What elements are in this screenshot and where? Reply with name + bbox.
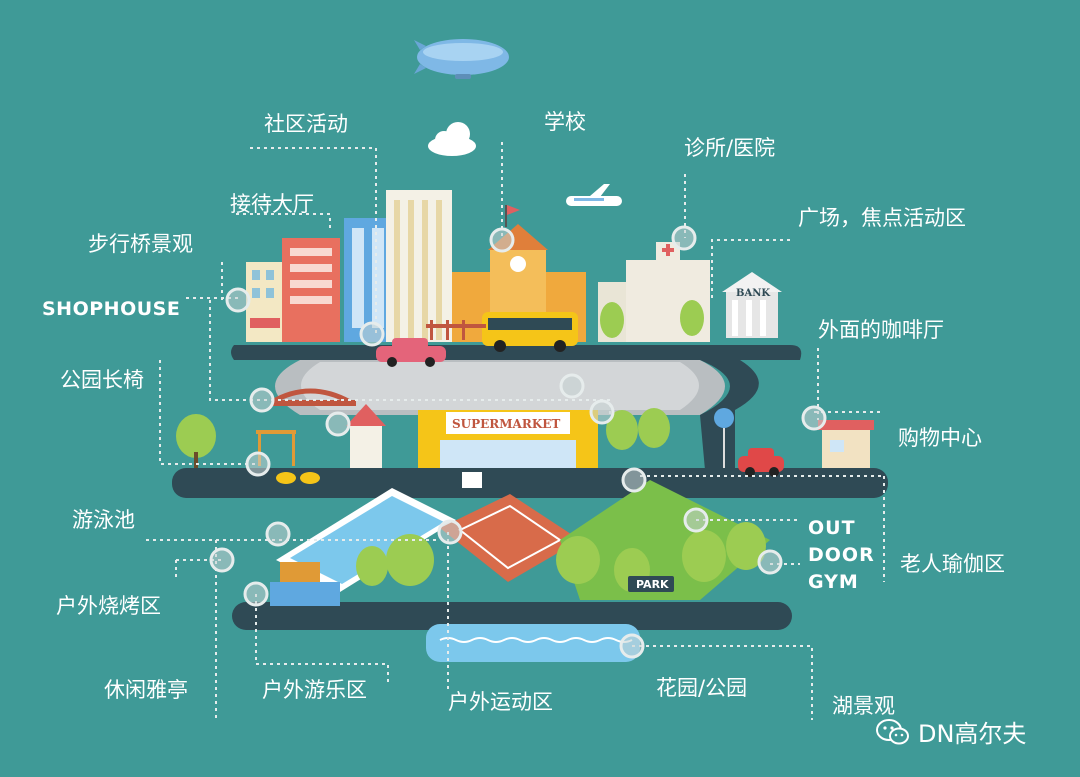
label-outdoor-gym-line2: DOOR (808, 544, 875, 566)
label-square-focus-area: 广场，焦点活动区 (798, 206, 966, 230)
trees-left (176, 414, 216, 468)
bank-sign: BANK (736, 288, 771, 299)
upper-road (231, 345, 802, 360)
label-outdoor-playground: 户外游乐区 (262, 678, 367, 702)
cloud-icon (428, 122, 476, 156)
label-garden-park: 花园/公园 (656, 676, 748, 700)
watermark: DN高尔夫 (876, 714, 1026, 749)
supermarket-sign: SUPERMARKET (452, 417, 561, 431)
trees-upper (600, 300, 704, 338)
building-white-tower (386, 190, 452, 342)
trees-middle (606, 408, 670, 450)
label-school: 学校 (544, 110, 586, 134)
basketball-court (440, 472, 580, 582)
red-car-icon (738, 448, 784, 477)
trees-lower (356, 522, 766, 592)
label-clinic-hospital: 诊所/医院 (684, 136, 776, 160)
building-shop (818, 420, 874, 468)
label-shophouse: SHOPHOUSE (42, 298, 181, 320)
label-elderly-yoga: 老人瑜伽区 (900, 552, 1005, 576)
label-leisure-pavilion: 休闲雅亭 (104, 678, 188, 702)
label-outdoor-gym-line1: OUT (808, 517, 856, 539)
airplane-icon (566, 184, 622, 206)
fence-icon (426, 320, 486, 340)
label-outdoor-sports: 户外运动区 (448, 690, 553, 714)
lower-road (232, 602, 792, 630)
label-shopping-center: 购物中心 (898, 426, 982, 450)
building-bank (722, 272, 782, 338)
wechat-icon (876, 718, 909, 744)
label-outdoor-gym: OUT DOOR GYM (808, 515, 875, 596)
building-shophouse (246, 262, 288, 342)
label-pedestrian-bridge: 步行桥景观 (88, 232, 193, 256)
bus-icon (482, 312, 578, 352)
callout-rings (209, 225, 827, 659)
pavilion-house (346, 404, 386, 468)
lake (426, 624, 640, 662)
label-lake-view: 湖景观 (832, 694, 895, 718)
park-sign (628, 576, 674, 592)
label-park-bench: 公园长椅 (60, 368, 144, 392)
label-outdoor-bbq: 户外烧烤区 (56, 594, 161, 618)
building-supermarket (418, 410, 598, 468)
label-reception-hall: 接待大厅 (230, 192, 314, 216)
watermark-text: DN高尔夫 (918, 720, 1027, 748)
building-red-tower (282, 238, 340, 342)
pedestrian-bridge (270, 388, 356, 406)
blimp-icon (414, 39, 509, 79)
pink-car-icon (376, 338, 446, 367)
middle-road (172, 468, 888, 498)
bbq-house (270, 562, 340, 606)
label-community-activity: 社区活动 (264, 112, 348, 136)
label-outdoor-gym-line3: GYM (808, 571, 859, 593)
label-outdoor-cafe: 外面的咖啡厅 (818, 318, 944, 342)
ducks-icon (276, 472, 320, 484)
road-sign-icon (714, 408, 734, 468)
park-sign-text: PARK (636, 578, 669, 591)
label-swimming-pool: 游泳池 (72, 508, 135, 532)
swing-icon (256, 430, 296, 466)
